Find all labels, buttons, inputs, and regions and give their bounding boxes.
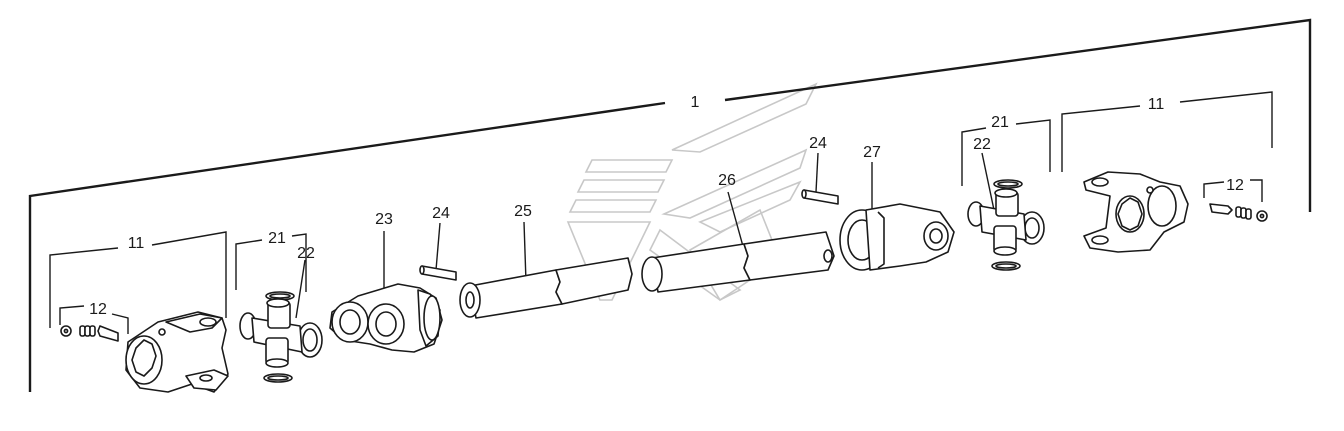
callout-roll-pin-right: 24: [809, 135, 827, 152]
callout-pin-set-right: 12: [1226, 177, 1244, 194]
pin-set-left: [60, 325, 119, 342]
pin-set-right: [1209, 203, 1268, 222]
spider-right: [967, 179, 1045, 271]
yoke-right: [1083, 171, 1189, 253]
callout-yoke-left: 11: [127, 235, 145, 252]
outer-tube: [641, 231, 835, 293]
callout-outer-yoke: 27: [863, 144, 881, 161]
callout-cross-kit-right: 21: [991, 114, 1009, 131]
outer-yoke: [839, 203, 955, 271]
yoke-left: [125, 311, 229, 393]
callout-yoke-right: 11: [1147, 96, 1165, 113]
inner-yoke: [329, 283, 443, 353]
callout-cross-kit-left: 21: [268, 230, 286, 247]
roll-pin-right: [801, 189, 839, 205]
assembly-bracket: [28, 18, 1312, 392]
callout-spider-right: 22: [973, 136, 991, 153]
callout-outer-tube: 26: [718, 172, 736, 189]
callout-pin-set-left: 12: [89, 301, 107, 318]
inner-tube: [459, 257, 633, 319]
callout-assembly: 1: [690, 94, 700, 111]
leader-lines: [49, 91, 1273, 334]
callout-inner-yoke: 23: [375, 211, 393, 228]
callout-inner-tube: 25: [514, 203, 532, 220]
callout-roll-pin-left: 24: [432, 205, 450, 222]
spider-left: [239, 291, 323, 383]
roll-pin-left: [419, 265, 457, 281]
callout-spider-left: 22: [297, 245, 315, 262]
